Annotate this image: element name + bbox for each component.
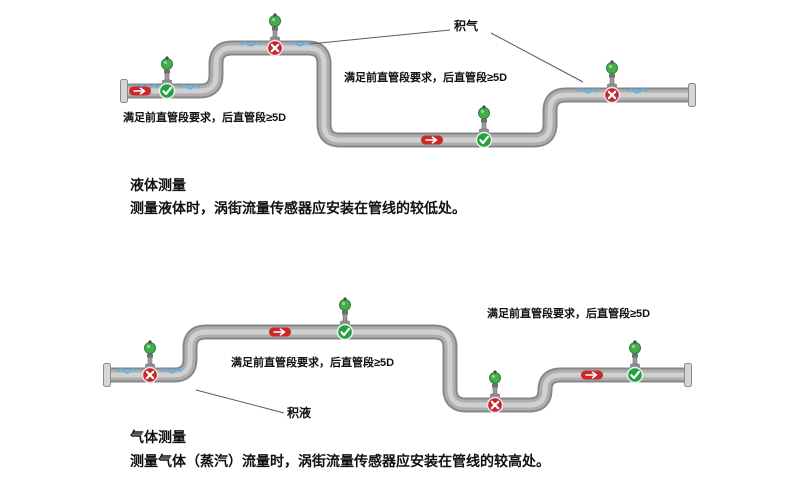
vortex-sensor-icon [339,296,351,327]
vortex-sensor-icon [629,339,641,370]
check-icon [475,131,493,149]
straight-run-note: 满足前直管段要求，后直管段≥5D [123,112,287,124]
vortex-sensor-icon [489,369,501,400]
check-icon [158,82,176,100]
gas-section-desc: 测量气体（蒸汽）流量时，涡街流量传感器应安装在管线的较高处。 [130,453,550,469]
liquid-section-title: 液体测量 [130,177,186,193]
cross-icon [486,396,504,414]
liquid-pocket-label: 积液 [287,406,312,420]
vortex-sensor-icon [269,12,281,43]
gas-pocket-label: 积气 [454,19,479,33]
cross-icon [266,39,284,57]
flange-icon [103,363,111,387]
vortex-sensor-icon [144,339,156,370]
straight-run-note: 满足前直管段要求，后直管段≥5D [487,308,651,320]
liquid-measurement-diagram [120,12,696,149]
gas-section-title: 气体测量 [130,429,186,445]
flange-icon [120,79,128,103]
liquid-pocket-pointer-line [195,389,285,414]
vortex-sensor-icon [478,104,490,135]
cross-icon [603,86,621,104]
gas-measurement-diagram [103,296,692,414]
vortex-sensor-icon [606,59,618,90]
cross-icon [141,366,159,384]
vortex-sensor-icon [161,55,173,86]
flow-arrow-icon [268,326,292,338]
straight-run-note: 满足前直管段要求，后直管段≥5D [231,357,395,369]
pipe-run-top [124,40,692,148]
straight-run-note: 满足前直管段要求，后直管段≥5D [344,72,508,84]
flow-arrow-icon [128,85,152,97]
flow-arrow-icon [420,134,444,146]
flange-icon [688,83,696,107]
check-icon [336,323,354,341]
pipe-run-bottom [107,324,688,413]
gas-pocket-pointer-line [309,29,451,45]
check-icon [626,366,644,384]
flange-icon [684,363,692,387]
liquid-section-desc: 测量液体时，涡街流量传感器应安装在管线的较低处。 [130,200,466,216]
gas-pocket-pointer-line [490,32,584,83]
flow-arrow-icon [580,369,604,381]
